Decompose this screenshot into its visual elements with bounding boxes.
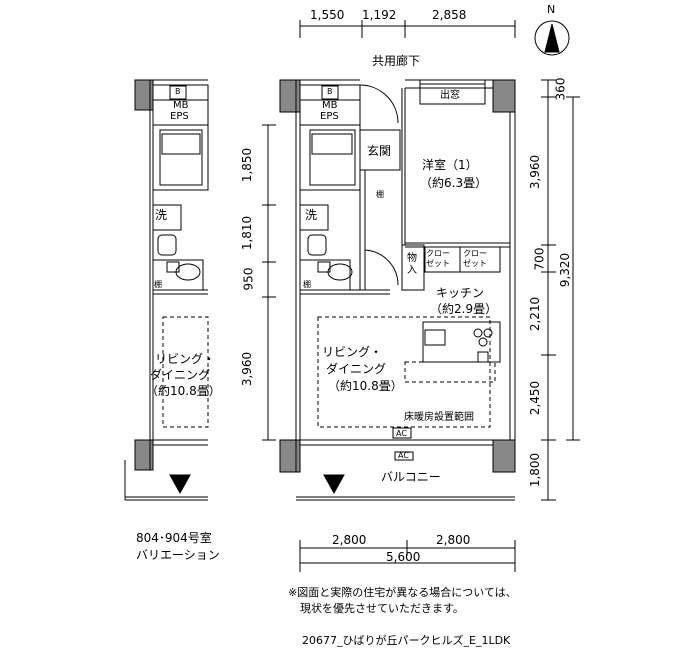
entrance-label: 玄関 — [367, 144, 392, 158]
disclaimer-line-2: 現状を優先させていただきます。 — [300, 602, 464, 615]
balcony-label: バルコニー — [381, 470, 441, 484]
storage-label: 物 入 — [407, 253, 417, 276]
top-dimension-line — [299, 20, 516, 38]
closet-label-1: クロー ゼット — [426, 249, 450, 268]
right-dimension-line — [541, 79, 580, 501]
variant-living-name-1: リビング・ — [155, 352, 216, 366]
kitchen-size: （約2.9畳） — [430, 302, 498, 316]
variant-caption-1: 804･904号室 — [136, 531, 212, 545]
main-unit-walls — [279, 79, 516, 501]
right-dim-2: 3,960 — [528, 154, 543, 190]
top-dim-3: 2,858 — [432, 8, 467, 22]
bottom-dim-1: 2,800 — [332, 533, 367, 547]
window-label: 出窓 — [440, 90, 460, 101]
variant-mb-label: MB — [173, 100, 189, 111]
variant-living-name-2: ダイニング — [150, 368, 211, 382]
right-dim-5: 2,450 — [528, 380, 543, 416]
living-size: （約10.8畳） — [328, 379, 403, 393]
variant-balcony-drain-icon — [169, 474, 191, 495]
mb-b-label: B — [327, 87, 333, 96]
mb-label: MB — [322, 100, 338, 111]
closet-label-2: クロー ゼット — [463, 249, 487, 268]
disclaimer-line-1: ※図面と実際の住宅が異なる場合については、 — [288, 586, 517, 599]
eps-label: EPS — [320, 111, 339, 122]
left-dim-1: 1,850 — [240, 147, 255, 183]
right-dim-3: 700 — [532, 247, 547, 271]
right-dim-4: 2,210 — [528, 296, 543, 332]
floor-heating-label: 床暖房設置範囲 — [404, 412, 474, 423]
wash-label: 洗 — [305, 208, 318, 222]
left-dimension-line — [262, 124, 276, 441]
bedroom-size: （約6.3畳） — [420, 176, 488, 190]
plan-id: 20677_ひばりが丘パークヒルズ_E_1LDK — [302, 634, 511, 647]
living-name-2: ダイニング — [326, 362, 387, 376]
bedroom-name: 洋室（1） — [422, 158, 478, 172]
main-unit-partitions — [299, 84, 510, 461]
left-dim-3: 950 — [241, 267, 256, 291]
left-dim-2: 1,810 — [240, 215, 255, 251]
bottom-dim-total: 5,600 — [386, 550, 421, 564]
kitchen-name: キッチン — [436, 286, 485, 300]
variant-living-size: （約10.8畳） — [146, 384, 221, 398]
top-dim-1: 1,550 — [310, 8, 345, 22]
balcony-drain-icon — [323, 474, 345, 495]
compass-letter: N — [547, 3, 556, 16]
variant-caption-2: バリエーション — [136, 548, 220, 562]
right-dim-1: 360 — [553, 77, 568, 101]
bottom-dim-2: 2,800 — [436, 533, 471, 547]
ac-label-1: AC — [396, 429, 407, 438]
variant-unit-walls — [124, 79, 209, 501]
right-dim-total: 9,320 — [558, 252, 573, 288]
ac-label-2: AC — [398, 451, 409, 460]
shelf-label-1: 棚 — [376, 190, 384, 199]
bottom-dimension-line — [299, 540, 516, 572]
variant-eps-label: EPS — [170, 111, 189, 122]
corridor-label: 共用廊下 — [372, 54, 421, 68]
variant-shelf-label: 棚 — [154, 280, 162, 289]
north-arrow-icon — [534, 20, 570, 56]
living-name-1: リビング・ — [322, 345, 383, 359]
variant-b-label: B — [175, 87, 181, 96]
left-dim-4: 3,960 — [240, 351, 255, 387]
top-dim-2: 1,192 — [362, 8, 397, 22]
shelf-label-2: 棚 — [303, 280, 311, 289]
variant-wash-label: 洗 — [155, 208, 168, 222]
right-dim-6: 1,800 — [528, 452, 543, 488]
